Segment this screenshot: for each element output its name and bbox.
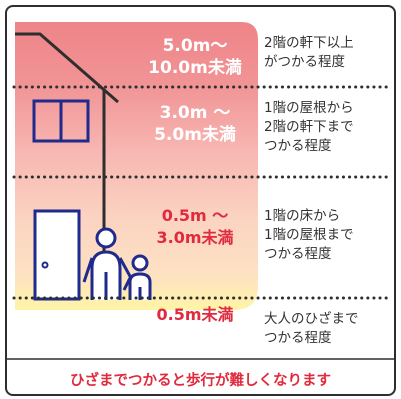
depth-label-line: 3.0m未満: [156, 228, 234, 247]
door-icon: [33, 209, 81, 301]
description-line: つかる程度: [264, 138, 332, 154]
description-level-2: 1階の屋根から 2階の軒下まで つかる程度: [264, 99, 354, 156]
footer-warning: ひざまでつかると歩行が難しくなります: [70, 373, 331, 389]
depth-label-level-4: 0.5m未満: [140, 304, 250, 326]
depth-label-level-3: 0.5m 〜 3.0m未満: [140, 205, 250, 249]
window-icon: [32, 99, 90, 143]
description-line: 2階の軒下まで: [264, 119, 354, 135]
depth-label-level-1: 5.0m〜 10.0m未満: [132, 35, 258, 79]
description-line: つかる程度: [264, 330, 332, 346]
description-level-1: 2階の軒下以上 がつかる程度: [264, 34, 354, 72]
depth-label-line: 3.0m 〜: [159, 103, 231, 123]
description-level-4: 大人のひざまで つかる程度: [264, 310, 359, 348]
description-line: がつかる程度: [264, 54, 345, 70]
description-line: 2階の軒下以上: [264, 35, 354, 51]
description-line: つかる程度: [264, 246, 332, 262]
description-line: 1階の床から: [264, 208, 341, 224]
depth-label-line: 10.0m未満: [148, 58, 242, 78]
child-figure-icon: [122, 254, 152, 300]
depth-label-line: 5.0m未満: [154, 125, 236, 145]
level-separators: [12, 85, 390, 300]
depth-label-level-2: 3.0m 〜 5.0m未満: [140, 102, 250, 146]
description-line: 大人のひざまで: [264, 311, 359, 327]
depth-label-line: 0.5m未満: [156, 305, 234, 324]
description-line: 1階の屋根まで: [264, 227, 354, 243]
adult-figure-icon: [82, 227, 133, 300]
description-line: 1階の屋根から: [264, 100, 354, 116]
depth-label-line: 5.0m〜: [162, 36, 228, 56]
depth-label-line: 0.5m 〜: [161, 206, 229, 225]
description-level-3: 1階の床から 1階の屋根まで つかる程度: [264, 207, 354, 264]
